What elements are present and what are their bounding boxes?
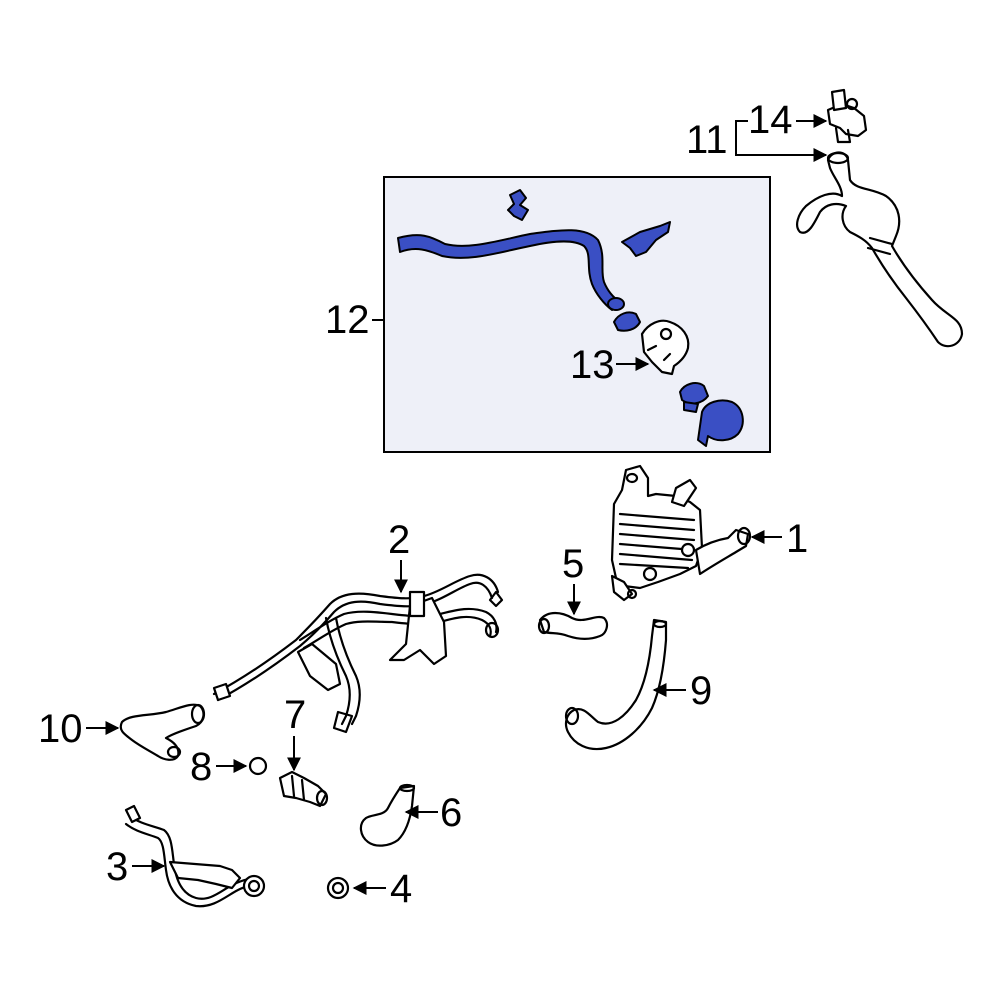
- fitting-7: [278, 770, 329, 808]
- hose-5: [537, 611, 609, 641]
- hose-elbow-end: [697, 399, 744, 447]
- hose-clamp-2: [679, 382, 709, 413]
- hose-10: [119, 703, 206, 761]
- leader-11-bracket: [735, 120, 748, 156]
- hose-6: [359, 783, 416, 847]
- hose-assembly-highlighted: [397, 229, 625, 311]
- valve-14: [826, 88, 868, 144]
- callout-4: 4: [390, 867, 412, 911]
- callout-5: 5: [562, 542, 584, 586]
- callout-13: 13: [570, 343, 615, 387]
- clip-upper-left: [507, 189, 529, 221]
- callout-14: 14: [748, 98, 793, 142]
- callout-6: 6: [440, 791, 462, 835]
- oil-cooler-1: [610, 464, 752, 602]
- callout-1: 1: [786, 517, 808, 561]
- hose-clamp-1: [613, 311, 641, 332]
- o-ring-8: [248, 756, 268, 776]
- bracket-clip-upper-right: [621, 221, 671, 257]
- washer-4: [326, 876, 350, 900]
- water-valve-13: [640, 319, 690, 376]
- callout-9: 9: [690, 669, 712, 713]
- callout-10: 10: [38, 707, 83, 751]
- hose-9: [564, 618, 668, 751]
- callout-3: 3: [106, 845, 128, 889]
- callout-8: 8: [190, 745, 212, 789]
- callout-2: 2: [388, 518, 410, 562]
- bypass-hose-11: [796, 151, 964, 348]
- pipe-assembly-2: [212, 573, 504, 734]
- pipe-3: [124, 804, 266, 908]
- callout-7: 7: [284, 693, 306, 737]
- callout-12: 12: [325, 298, 370, 342]
- callout-11: 11: [686, 118, 728, 162]
